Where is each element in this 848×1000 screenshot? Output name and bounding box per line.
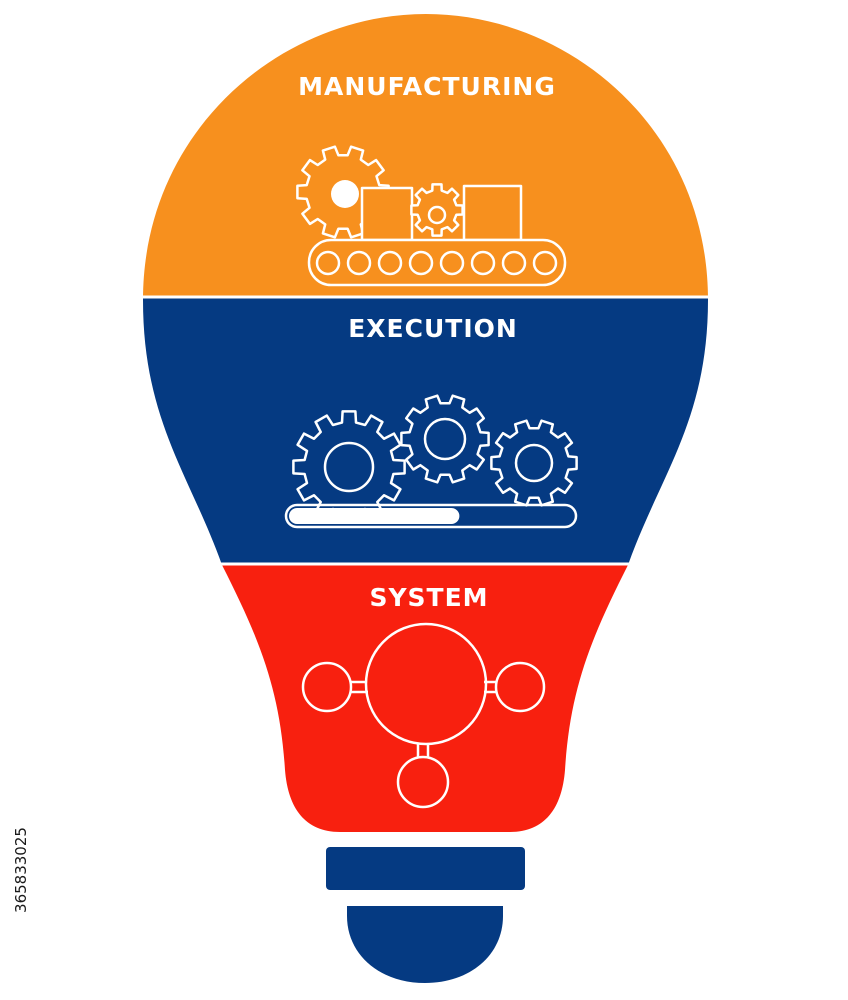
bulb-base-bottom (347, 906, 503, 983)
gears-progress-bar-icon (284, 394, 578, 529)
label-execution: EXECUTION (348, 314, 518, 343)
conveyor-roller (315, 250, 341, 276)
stock-id-label: 365833025 (6, 760, 36, 980)
node-left (301, 661, 353, 713)
node-right (494, 661, 546, 713)
node-bottom (396, 755, 450, 809)
label-system: SYSTEM (369, 583, 488, 612)
progress-fill (289, 508, 460, 524)
conveyor-roller (532, 250, 558, 276)
conveyor-roller (408, 250, 434, 276)
conveyor-roller (346, 250, 372, 276)
conveyor-roller (470, 250, 496, 276)
conveyor-roller (439, 250, 465, 276)
stock-id-text: 365833025 (12, 827, 30, 913)
conveyor-belt-gears-icon (296, 145, 567, 287)
progress-track (284, 503, 578, 529)
conveyor-roller (501, 250, 527, 276)
bulb-base-cap (326, 847, 525, 890)
label-manufacturing: MANUFACTURING (298, 72, 556, 101)
conveyor-roller (377, 250, 403, 276)
bulb-base-icon (326, 847, 525, 983)
bulb-body (143, 14, 708, 832)
network-nodes-icon (301, 622, 546, 809)
node-center (364, 622, 488, 746)
